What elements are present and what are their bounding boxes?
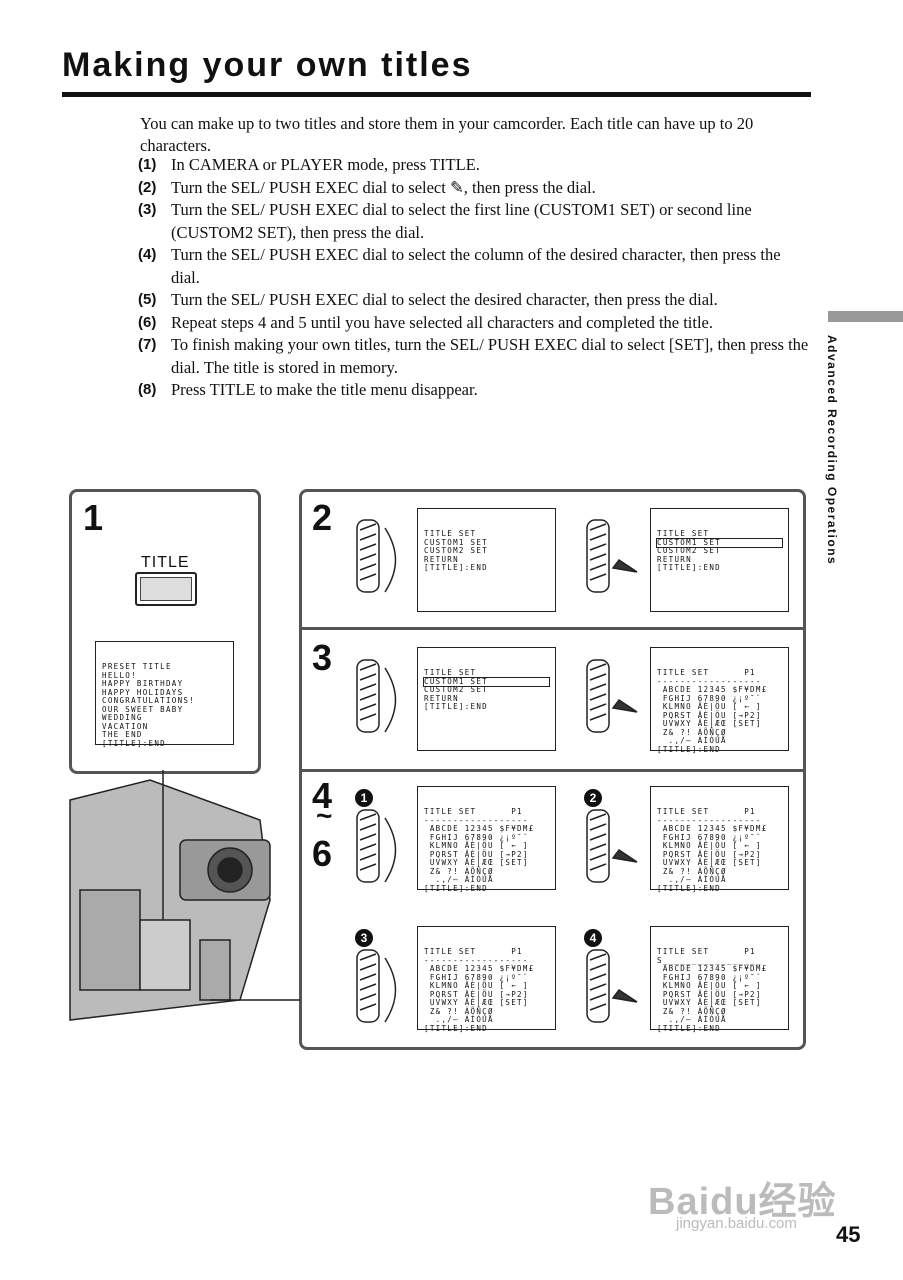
panel-divider <box>299 627 806 630</box>
figure-number-6: 6 <box>312 833 333 874</box>
dial-icon <box>586 809 638 883</box>
watermark-text: Baidu经验 <box>648 1181 837 1223</box>
dial-icon <box>356 519 397 593</box>
character-screen: TITLE SET P1------------------ ABCDE 123… <box>417 926 556 1032</box>
step-item: (5)Turn the SEL/ PUSH EXEC dial to selec… <box>138 290 718 309</box>
step-item: (1)In CAMERA or PLAYER mode, press TITLE… <box>138 155 480 174</box>
intro-text: You can make up to two titles and store … <box>140 114 754 155</box>
title-rule <box>62 92 811 97</box>
figure-number-3: 3 <box>312 637 333 678</box>
step-item: (3)Turn the SEL/ PUSH EXEC dial to selec… <box>138 200 752 242</box>
steps-list: (1)In CAMERA or PLAYER mode, press TITLE… <box>138 154 810 402</box>
step-item: (8)Press TITLE to make the title menu di… <box>138 380 478 399</box>
figure-number-4: 4 <box>312 775 333 816</box>
character-screen: TITLE SET P1------------------ ABCDE 123… <box>417 786 556 892</box>
dial-icon <box>586 949 638 1023</box>
step-item: (6)Repeat steps 4 and 5 until you have s… <box>138 312 714 332</box>
figure-number-1: 1 <box>83 497 104 538</box>
title-button-label: TITLE <box>141 554 190 571</box>
figure-number-2: 2 <box>312 497 333 538</box>
dial-icon <box>586 519 638 593</box>
dial-icon <box>586 659 638 733</box>
sub-step-4: 4 <box>584 929 602 947</box>
panel-divider <box>299 769 806 772</box>
step-item: (7)To finish making your own titles, tur… <box>138 335 809 377</box>
figure-tilde: ~ <box>316 800 333 831</box>
camcorder-illustration <box>69 779 271 1021</box>
page-number: 45 <box>836 1222 861 1247</box>
section-label: Advanced Recording Operations <box>825 335 839 566</box>
sub-step-2: 2 <box>584 789 602 807</box>
dial-icon <box>356 809 397 883</box>
sub-step-3: 3 <box>355 929 373 947</box>
step-item: (4)Turn the SEL/ PUSH EXEC dial to selec… <box>138 245 781 287</box>
dial-icon <box>356 949 397 1023</box>
character-screen: TITLE SET P1------------------ ABCDE 123… <box>650 647 789 753</box>
title-button <box>135 572 197 606</box>
dial-icon <box>356 659 397 733</box>
watermark-url: jingyan.baidu.com <box>676 1215 797 1232</box>
section-tab <box>828 311 903 322</box>
page-title: Making your own titles <box>62 46 473 84</box>
step-item: (2)Turn the SEL/ PUSH EXEC dial to selec… <box>138 177 596 197</box>
sub-step-1: 1 <box>355 789 373 807</box>
character-screen: TITLE SET P1------------------ ABCDE 123… <box>650 786 789 892</box>
